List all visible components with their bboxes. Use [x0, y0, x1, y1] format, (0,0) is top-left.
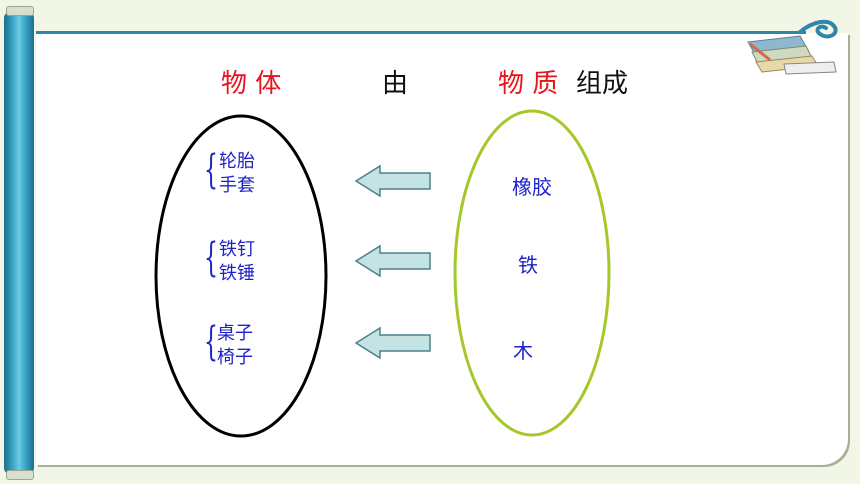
brace-icon: { — [204, 319, 218, 365]
materials-ellipse — [453, 109, 611, 437]
object-item: 椅子 — [217, 347, 253, 368]
scroll-cap-top — [6, 6, 34, 16]
swirl-icon — [798, 19, 838, 39]
object-group-1: 轮胎 手套 — [219, 150, 255, 198]
header-substance: 物 质 — [498, 69, 559, 99]
object-item: 铁锤 — [219, 263, 255, 284]
brace-icon: { — [204, 235, 218, 281]
header-connector: 由 — [382, 69, 409, 99]
header-object: 物 体 — [221, 69, 282, 99]
material-wood: 木 — [513, 339, 533, 363]
object-item: 轮胎 — [219, 151, 255, 172]
object-item: 铁钉 — [219, 239, 255, 260]
object-group-3: 桌子 椅子 — [217, 322, 253, 370]
slide-panel — [36, 33, 848, 465]
object-item: 桌子 — [217, 323, 253, 344]
scroll-cap-bottom — [6, 470, 34, 480]
arrow-icon-3 — [354, 326, 431, 360]
material-iron: 铁 — [518, 253, 538, 277]
arrow-icon-2 — [354, 244, 431, 278]
arrow-icon-1 — [354, 164, 431, 198]
object-item: 手套 — [219, 175, 255, 196]
header-suffix: 组成 — [576, 69, 629, 99]
top-border-line — [36, 31, 806, 34]
objects-ellipse — [154, 114, 328, 438]
material-rubber: 橡胶 — [512, 175, 552, 199]
brace-icon: { — [204, 147, 218, 193]
books-icon — [747, 35, 837, 75]
scroll-rod-icon — [4, 12, 34, 474]
object-group-2: 铁钉 铁锤 — [219, 238, 255, 286]
